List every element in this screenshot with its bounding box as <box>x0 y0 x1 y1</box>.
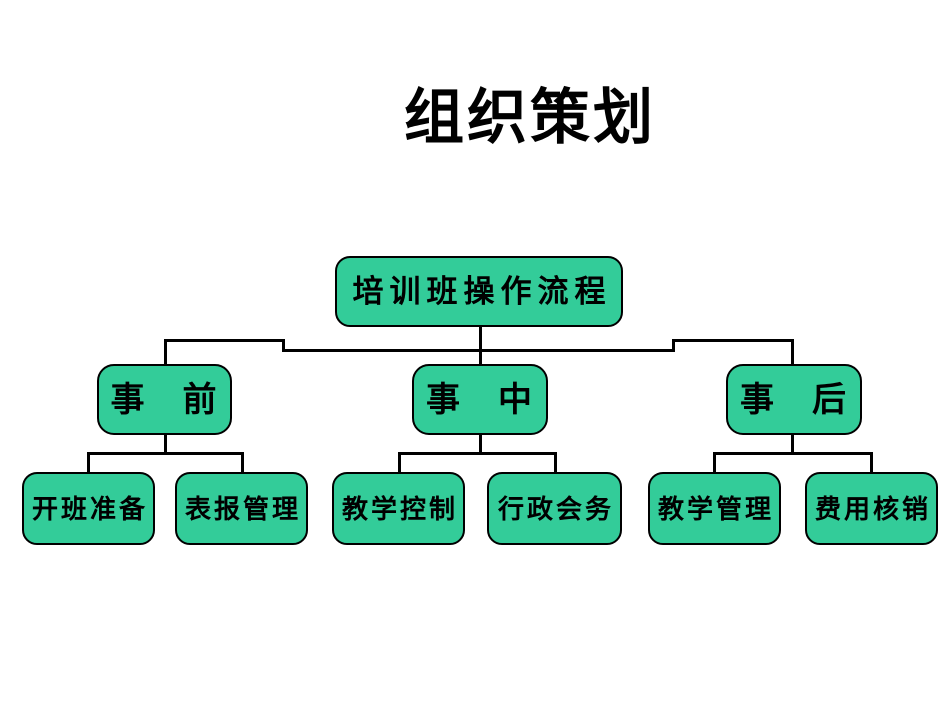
connector-branch2-stem <box>479 435 482 454</box>
connector-root-stem <box>479 327 482 364</box>
connector-main-horizontal <box>283 349 674 352</box>
org-node-teaching-management: 教学管理 <box>648 472 781 545</box>
org-node-class-preparation-label: 开班准备 <box>31 493 148 524</box>
org-node-teaching-control-label: 教学控制 <box>341 493 458 524</box>
connector-leaf2-drop <box>241 452 244 472</box>
org-node-admin-affairs-label: 行政会务 <box>497 493 614 524</box>
org-node-root: 培训班操作流程 <box>335 256 623 327</box>
org-node-during-label: 事 中 <box>426 380 534 419</box>
connector-right-step <box>672 339 675 352</box>
org-node-admin-affairs: 行政会务 <box>487 472 622 545</box>
org-node-teaching-control: 教学控制 <box>332 472 465 545</box>
connector-leaf6-drop <box>870 452 873 472</box>
connector-branch1-horizontal <box>87 452 244 455</box>
connector-leaf3-drop <box>398 452 401 472</box>
connector-leaf5-drop <box>713 452 716 472</box>
connector-right-drop <box>791 339 794 364</box>
connector-leaf4-drop <box>554 452 557 472</box>
org-node-before: 事 前 <box>97 364 232 435</box>
connector-branch3-horizontal <box>713 452 873 455</box>
org-node-report-management-label: 表报管理 <box>184 493 301 524</box>
org-node-teaching-management-label: 教学管理 <box>657 493 774 524</box>
connector-left-step <box>282 339 285 352</box>
connector-branch2-horizontal <box>398 452 557 455</box>
connector-left-drop <box>164 339 167 364</box>
org-node-after: 事 后 <box>726 364 862 435</box>
org-node-after-label: 事 后 <box>740 380 848 419</box>
org-node-during: 事 中 <box>412 364 548 435</box>
connector-right-horizontal <box>672 339 794 342</box>
org-node-before-label: 事 前 <box>110 380 219 419</box>
connector-branch3-stem <box>791 435 794 454</box>
org-node-expense-verification: 费用核销 <box>805 472 938 545</box>
org-node-root-label: 培训班操作流程 <box>352 274 612 309</box>
org-node-expense-verification-label: 费用核销 <box>814 493 931 524</box>
connector-left-horizontal <box>164 339 285 342</box>
connector-leaf1-drop <box>87 452 90 472</box>
org-node-report-management: 表报管理 <box>175 472 308 545</box>
org-node-class-preparation: 开班准备 <box>22 472 155 545</box>
slide-title: 组织策划 <box>404 84 656 151</box>
connector-branch1-stem <box>164 435 167 454</box>
